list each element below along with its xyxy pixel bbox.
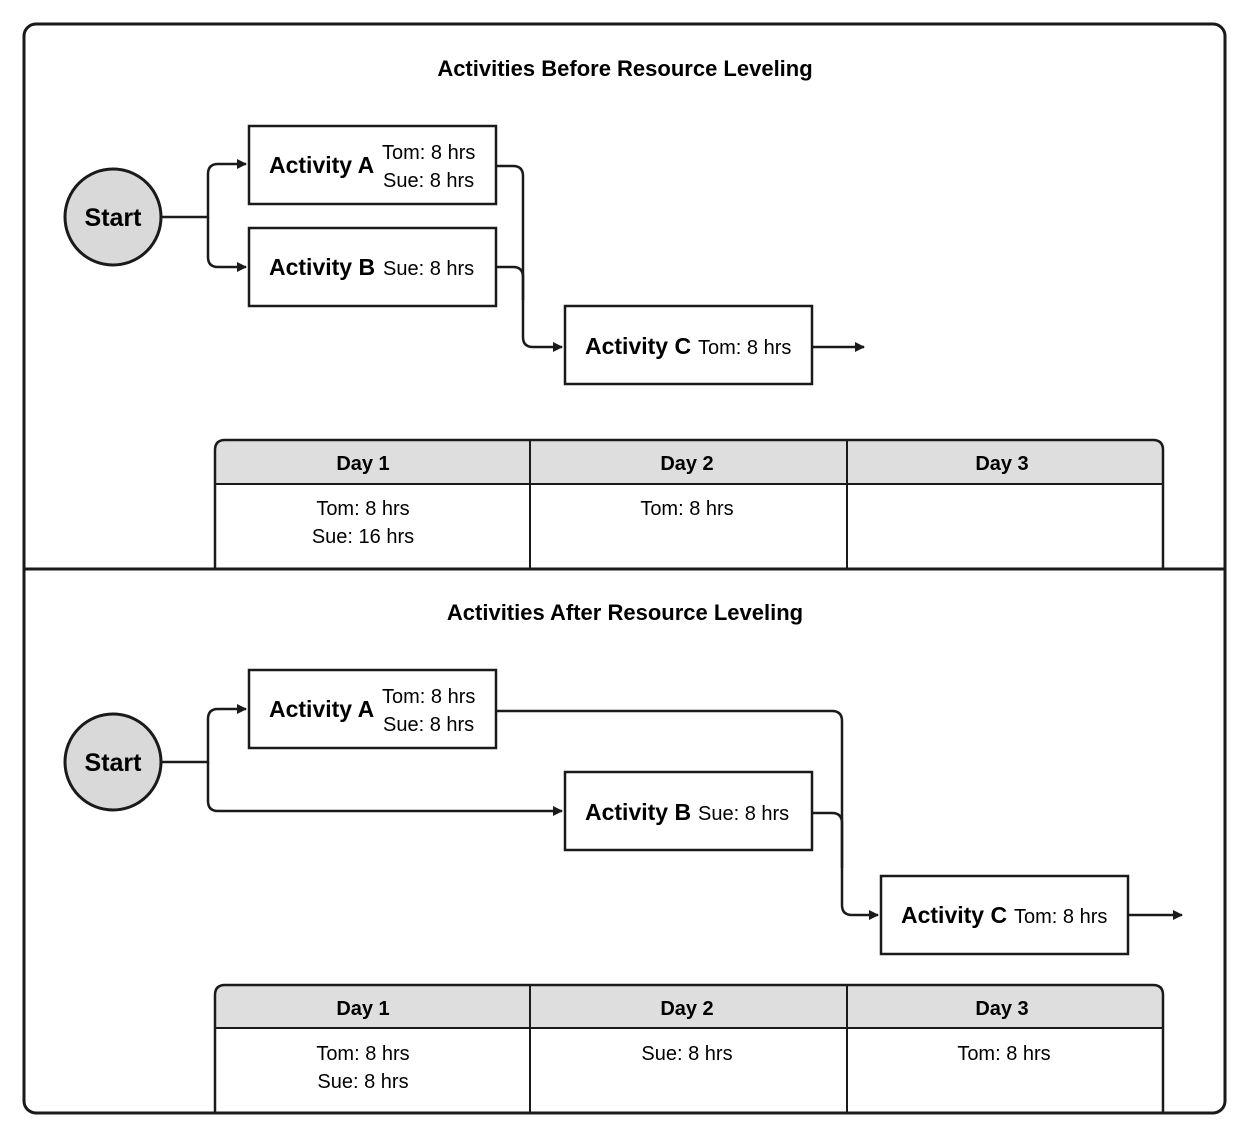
activity-resource: Sue: 8 hrs xyxy=(698,803,789,825)
activity-resource: Sue: 8 hrs xyxy=(383,258,474,280)
table-header-bg xyxy=(215,985,1163,1028)
connector-a-c xyxy=(497,709,879,920)
activity-c-box: Activity C Tom: 8 hrs xyxy=(879,874,1130,956)
activity-resource: Tom: 8 hrs xyxy=(1014,906,1107,928)
connector-start-b xyxy=(206,217,247,272)
table-cell-line: Tom: 8 hrs xyxy=(957,1043,1050,1065)
panel-before: Activities Before Resource Leveling Star… xyxy=(63,56,1165,569)
table-outline xyxy=(213,983,1165,1113)
start-label: Start xyxy=(85,749,143,777)
table-header: Day 1 xyxy=(336,453,389,475)
activity-name: Activity C xyxy=(901,902,1007,928)
activity-resource: Sue: 8 hrs xyxy=(383,170,474,192)
table-header: Day 3 xyxy=(975,453,1028,475)
activity-resource: Sue: 8 hrs xyxy=(383,714,474,736)
connector-start-a xyxy=(161,704,247,764)
table-cell-line: Tom: 8 hrs xyxy=(316,498,409,520)
activity-name: Activity A xyxy=(269,152,374,178)
panel-after: Activities After Resource Leveling Start… xyxy=(63,600,1183,1113)
table-outline xyxy=(213,438,1165,569)
panel-title: Activities After Resource Leveling xyxy=(447,600,803,625)
activity-b-box: Activity B Sue: 8 hrs xyxy=(563,770,814,852)
table-header-bg xyxy=(215,440,1163,484)
table-cell-line: Sue: 8 hrs xyxy=(317,1071,408,1093)
connector-a-c xyxy=(497,164,563,352)
connector-b-c xyxy=(813,811,844,868)
table-cell-line: Tom: 8 hrs xyxy=(640,498,733,520)
activity-a-box: Activity A Tom: 8 hrs Sue: 8 hrs xyxy=(247,124,498,206)
table-cell-line: Tom: 8 hrs xyxy=(316,1043,409,1065)
activity-name: Activity A xyxy=(269,696,374,722)
day-table: Day 1 Day 2 Day 3 Tom: 8 hrs Sue: 8 hrs … xyxy=(213,983,1165,1113)
table-header: Day 2 xyxy=(660,998,713,1020)
activity-name: Activity B xyxy=(269,254,375,280)
table-header: Day 1 xyxy=(336,998,389,1020)
day-table: Day 1 Day 2 Day 3 Tom: 8 hrs Sue: 16 hrs… xyxy=(213,438,1165,569)
connector-start-b xyxy=(206,762,563,816)
activity-name: Activity C xyxy=(585,333,691,359)
activity-name: Activity B xyxy=(585,799,691,825)
activity-b-box: Activity B Sue: 8 hrs xyxy=(247,226,498,308)
connector-b-c xyxy=(497,265,525,300)
table-header: Day 3 xyxy=(975,998,1028,1020)
activity-c-box: Activity C Tom: 8 hrs xyxy=(563,304,814,386)
connector-start-a xyxy=(161,159,247,219)
start-label: Start xyxy=(85,204,143,232)
table-header: Day 2 xyxy=(660,453,713,475)
table-cell-line: Sue: 16 hrs xyxy=(312,526,414,548)
activity-resource: Tom: 8 hrs xyxy=(382,686,475,708)
table-cell-line: Sue: 8 hrs xyxy=(641,1043,732,1065)
panel-title: Activities Before Resource Leveling xyxy=(437,56,812,81)
activity-a-box: Activity A Tom: 8 hrs Sue: 8 hrs xyxy=(247,668,498,750)
activity-resource: Tom: 8 hrs xyxy=(382,142,475,164)
activity-resource: Tom: 8 hrs xyxy=(698,337,791,359)
